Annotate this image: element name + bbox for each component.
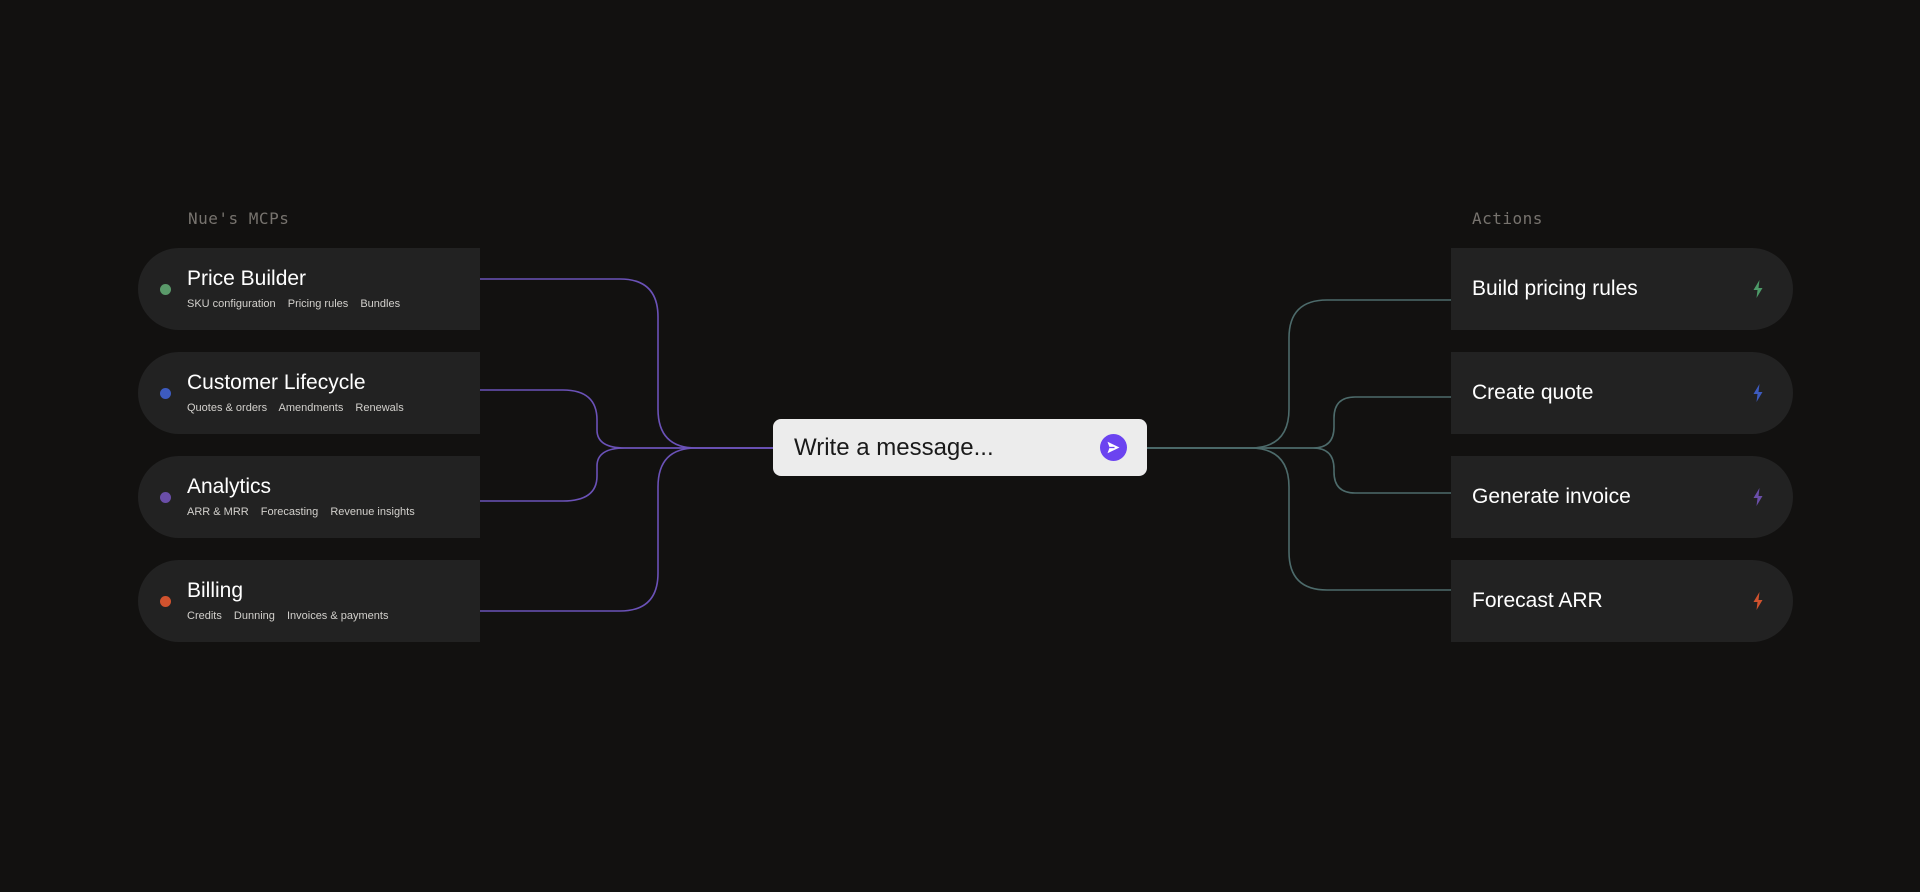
connector-generate-invoice [1147,447,1451,494]
mcp-tag: Forecasting [260,506,319,518]
connector-analytics [480,447,773,502]
mcp-card-billing[interactable]: Billing Credits Dunning Invoices & payme… [138,560,480,642]
mcp-tag: Quotes & orders [187,402,268,414]
bolt-icon [1753,384,1763,402]
action-label: Generate invoice [1472,485,1631,508]
mcp-tag: Invoices & payments [286,610,389,622]
mcp-tags: Credits Dunning Invoices & payments [187,610,397,622]
mcp-title: Price Builder [187,267,307,290]
mcp-card-analytics[interactable]: Analytics ARR & MRR Forecasting Revenue … [138,456,480,538]
mcp-tag: Credits [187,610,222,622]
action-label: Forecast ARR [1472,589,1603,612]
connector-customer-lifecycle [480,389,773,449]
send-button[interactable] [1100,434,1127,461]
mcp-title: Customer Lifecycle [187,371,366,394]
mcps-heading: Nue's MCPs [188,209,290,228]
mcp-card-customer-lifecycle[interactable]: Customer Lifecycle Quotes & orders Amend… [138,352,480,434]
mcp-tag: Amendments [278,402,344,414]
connector-billing [480,447,773,612]
status-dot [160,284,171,295]
mcp-title: Analytics [187,475,272,498]
message-input[interactable]: Write a message... [794,434,994,461]
status-dot [160,388,171,399]
mcp-tag: ARR & MRR [187,506,249,518]
bolt-icon [1753,488,1763,506]
mcp-tags: SKU configuration Pricing rules Bundles [187,298,409,310]
mcp-tag: SKU configuration [187,298,276,310]
connector-forecast-arr [1147,447,1451,591]
bolt-icon [1753,280,1763,298]
action-card-build-pricing-rules[interactable]: Build pricing rules [1451,248,1793,330]
action-label: Create quote [1472,381,1594,404]
connector-price-builder [480,278,773,449]
message-input-box[interactable]: Write a message... [773,419,1147,476]
mcp-tags: Quotes & orders Amendments Renewals [187,402,413,414]
mcp-card-price-builder[interactable]: Price Builder SKU configuration Pricing … [138,248,480,330]
action-card-create-quote[interactable]: Create quote [1451,352,1793,434]
mcp-tag: Renewals [355,402,404,414]
mcp-tag: Revenue insights [330,506,415,518]
status-dot [160,492,171,503]
connector-build-pricing-rules [1147,299,1451,449]
mcp-tag: Bundles [360,298,401,310]
bolt-icon [1753,592,1763,610]
send-icon [1107,441,1120,454]
status-dot [160,596,171,607]
action-label: Build pricing rules [1472,277,1638,300]
mcp-tag: Dunning [233,610,275,622]
action-card-generate-invoice[interactable]: Generate invoice [1451,456,1793,538]
mcp-tag: Pricing rules [287,298,349,310]
action-card-forecast-arr[interactable]: Forecast ARR [1451,560,1793,642]
connector-create-quote [1147,396,1451,449]
actions-heading: Actions [1472,209,1543,228]
mcp-title: Billing [187,579,244,602]
mcp-tags: ARR & MRR Forecasting Revenue insights [187,506,424,518]
